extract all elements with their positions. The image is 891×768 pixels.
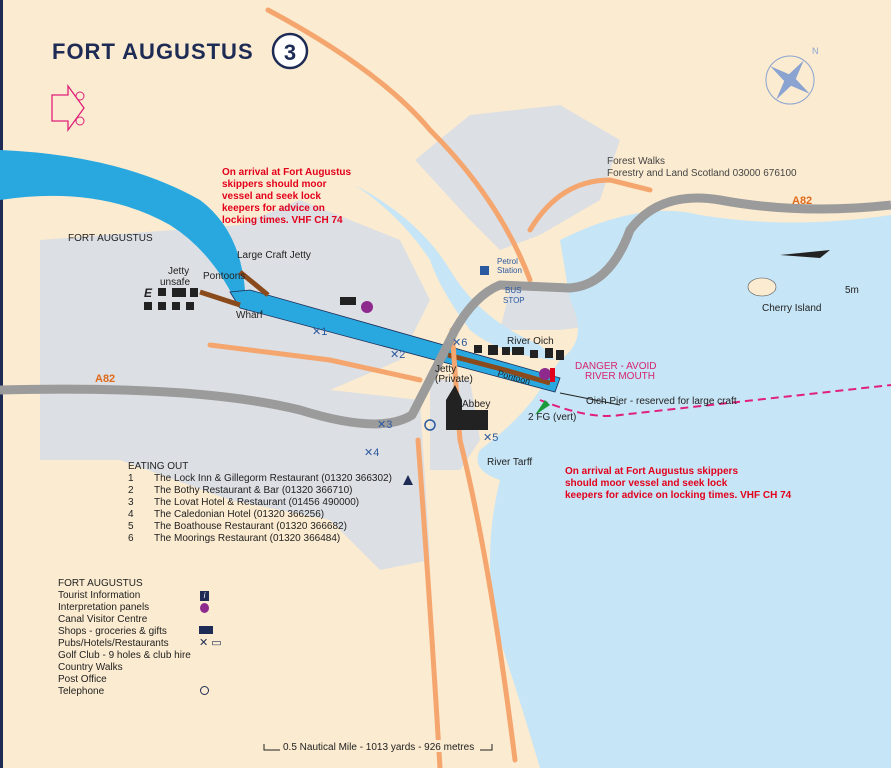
map-title: FORT AUGUSTUS: [52, 39, 254, 64]
light-label: 2 FG (vert): [528, 412, 576, 423]
built-up-areas: [40, 105, 640, 570]
bus-stop-label-2: STOP: [503, 296, 525, 305]
forestry-contact-label: Forestry and Land Scotland 03000 676100: [607, 168, 797, 179]
interpretation-icon: [539, 368, 551, 380]
marker-circle-icon: [75, 116, 85, 126]
jetty-private-label-2: (Private): [435, 374, 473, 385]
restaurant-marker-1: ✕1: [312, 326, 327, 338]
jetty-unsafe-label: Jetty: [168, 266, 189, 277]
a82-east-label: A82: [792, 195, 812, 207]
danger-label-2: RIVER MOUTH: [585, 371, 655, 382]
petrol-label-2: Station: [497, 266, 522, 275]
frame-border: [0, 0, 3, 768]
a82-west-label: A82: [95, 373, 115, 385]
notice-top: On arrival at Fort Augustus skippers sho…: [222, 167, 352, 226]
loch-ness: [477, 210, 891, 768]
large-craft-jetty-label: Large Craft Jetty: [237, 250, 311, 261]
restaurant-marker-6: ✕6: [452, 337, 467, 349]
telephone-icon: [424, 419, 436, 431]
map-number: 3: [284, 40, 296, 65]
footpaths: [207, 7, 653, 768]
facilities-heading: FORT AUGUSTUS: [58, 578, 143, 589]
scale-label: 0.5 Nautical Mile - 1013 yards - 926 met…: [283, 742, 474, 753]
shop-icon: [199, 626, 213, 634]
svg-text:skippers should moor: skippers should moor: [222, 179, 327, 190]
interpretation-icon: [361, 301, 373, 313]
facilities-legend: FORT AUGUSTUS Tourist Information Interp…: [58, 578, 191, 698]
svg-text:locking times. VHF CH 74: locking times. VHF CH 74: [222, 215, 343, 226]
facility-item: Shops - groceries & gifts: [58, 626, 167, 637]
oich-pier-label: Oich Pier - reserved for large craft: [586, 396, 737, 407]
forest-walks-label: Forest Walks: [607, 156, 665, 167]
notice-bottom: On arrival at Fort Augustus skippers sho…: [565, 466, 792, 501]
danger-label: DANGER - AVOID: [575, 361, 657, 372]
eating-out-heading: EATING OUT: [128, 461, 189, 472]
facility-icons-wharf: E: [144, 286, 198, 310]
facility-item: Canal Visitor Centre: [58, 614, 148, 625]
abbey-label: Abbey: [462, 399, 490, 410]
depth-label: 5m: [845, 285, 859, 296]
restaurant-marker-3: ✕3: [377, 419, 392, 431]
info-icon: [480, 266, 489, 275]
breakwater: [780, 250, 830, 258]
marker-circle-icon: [75, 91, 85, 101]
jetty-private-label: Jetty: [435, 364, 456, 375]
svg-text:keepers for advice on locking: keepers for advice on locking times. VHF…: [565, 490, 792, 501]
restaurant-marker-2: ✕2: [390, 349, 405, 361]
restaurant-markers: ✕1 ✕2 ✕3 ✕4 ✕5 ✕6: [312, 326, 498, 459]
green-light-icon: [535, 400, 550, 415]
telephone-icon: [200, 686, 209, 695]
map-number-badge: [271, 32, 309, 70]
cherry-island: [747, 277, 777, 297]
a82-road: [0, 193, 891, 429]
campsite-icon: [403, 475, 413, 485]
river-channel: [0, 150, 245, 300]
town-label: FORT AUGUSTUS: [68, 233, 153, 244]
facility-icons-pontoon: [474, 345, 564, 360]
jetty-unsafe-label-2: unsafe: [160, 277, 190, 288]
bus-stop-label: BUS: [505, 286, 521, 295]
river-tarff-label: River Tarff: [487, 457, 532, 468]
building-icon: [340, 297, 356, 305]
pontoons-label: Pontoons: [203, 271, 245, 282]
cherry-island-label: Cherry Island: [762, 303, 821, 314]
interpretation-icon: [200, 603, 209, 613]
restaurant-marker-5: ✕5: [483, 432, 498, 444]
pontoons: [199, 270, 551, 386]
approach-line: [539, 384, 891, 417]
facility-item: Tourist Information: [58, 590, 141, 601]
pier-leader: [559, 392, 621, 406]
info-icon: i: [200, 591, 209, 601]
svg-text:N: N: [812, 46, 819, 56]
facility-item: Pubs/Hotels/Restaurants: [58, 638, 169, 649]
facility-item: Interpretation panels: [58, 602, 150, 613]
river-oich-label: River Oich: [507, 336, 554, 347]
restaurant-icon: ✕ ▭: [199, 637, 222, 649]
svg-text:E: E: [144, 286, 153, 300]
svg-text:On arrival at Fort Augustus: On arrival at Fort Augustus: [222, 167, 352, 178]
svg-text:should moor vessel and seek lo: should moor vessel and seek lock: [565, 478, 728, 489]
compass-rose-icon: N: [765, 46, 819, 105]
restaurant-marker-4: ✕4: [364, 447, 379, 459]
facility-item: Country Walks: [58, 662, 123, 673]
svg-text:vessel and seek lock: vessel and seek lock: [222, 191, 321, 202]
svg-text:On arrival at Fort Augustus sk: On arrival at Fort Augustus skippers: [565, 466, 738, 477]
facility-item: Post Office: [58, 674, 107, 685]
petrol-label: Petrol: [497, 257, 518, 266]
svg-text:keepers for advice on: keepers for advice on: [222, 203, 325, 214]
wharf-label: Wharf: [236, 310, 263, 321]
abbey-icon: [446, 385, 488, 430]
facility-item: Telephone: [58, 686, 105, 697]
danger-icon: [550, 368, 555, 382]
facility-item: Golf Club - 9 holes & club hire: [58, 650, 191, 661]
